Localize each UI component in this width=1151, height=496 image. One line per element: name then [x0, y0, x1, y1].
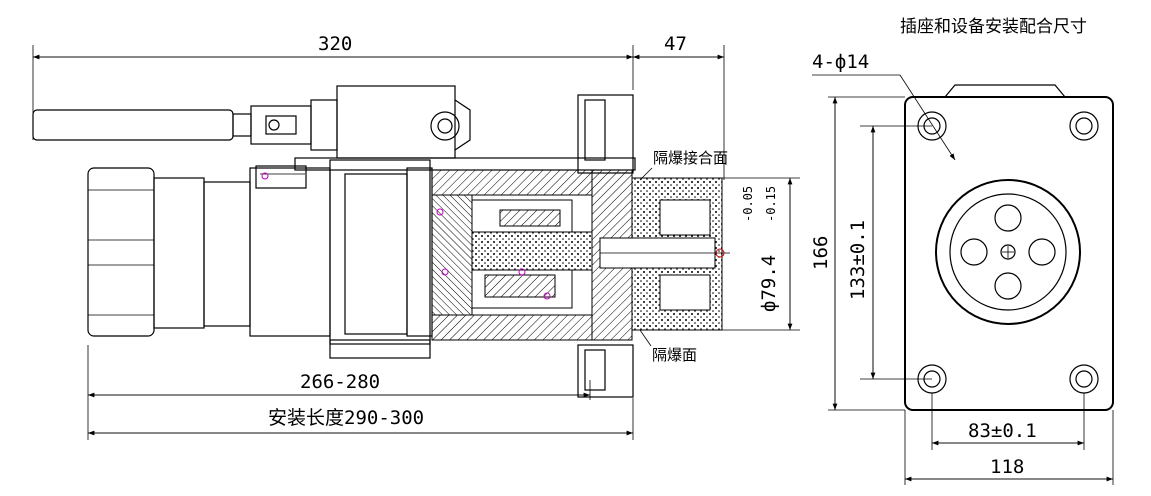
dimension-plug-length: 266-280	[87, 345, 634, 440]
dim-47-label: 47	[664, 33, 687, 55]
front-view: 插座和设备安装配合尺寸 4-ф14	[810, 17, 1114, 485]
diameter-tol-upper: -0.05	[741, 186, 755, 222]
label-face: 隔爆面	[639, 329, 697, 364]
sectioned-core	[431, 169, 730, 341]
holes-label: 4-ф14	[812, 51, 869, 73]
diameter-tol-lower: -0.15	[764, 186, 778, 222]
dimension-install-length: 安装长度290-300	[88, 407, 633, 436]
hole-pitch-v-label: 133±0.1	[847, 220, 869, 300]
dim-320-label: 320	[318, 33, 352, 55]
plug-length-label: 266-280	[300, 371, 380, 393]
front-view-title: 插座和设备安装配合尺寸	[900, 17, 1087, 37]
label-joint-face: 隔爆接合面	[639, 149, 728, 181]
handle-lever	[32, 85, 471, 159]
holes-callout: 4-ф14	[812, 51, 956, 161]
flange-plate	[904, 96, 1114, 411]
dimension-133: 133±0.1	[847, 125, 932, 380]
hole-pitch-h-label: 83±0.1	[968, 420, 1037, 442]
dimension-166: 166	[810, 96, 905, 411]
dimension-118: 118	[904, 410, 1114, 485]
socket-face	[935, 179, 1081, 325]
height-label: 166	[810, 236, 832, 270]
face-label: 隔爆面	[652, 346, 697, 364]
joint-face-label: 隔爆接合面	[653, 149, 728, 167]
side-view: 320 47	[32, 33, 800, 440]
dimension-diameter: ф79.4 -0.05 -0.15	[722, 177, 800, 331]
install-length-label: 安装长度290-300	[268, 407, 424, 429]
dimension-83: 83±0.1	[931, 393, 1085, 450]
diameter-label: ф79.4	[758, 255, 780, 312]
dimension-320-47: 320 47	[32, 33, 725, 180]
width-label: 118	[990, 456, 1024, 478]
